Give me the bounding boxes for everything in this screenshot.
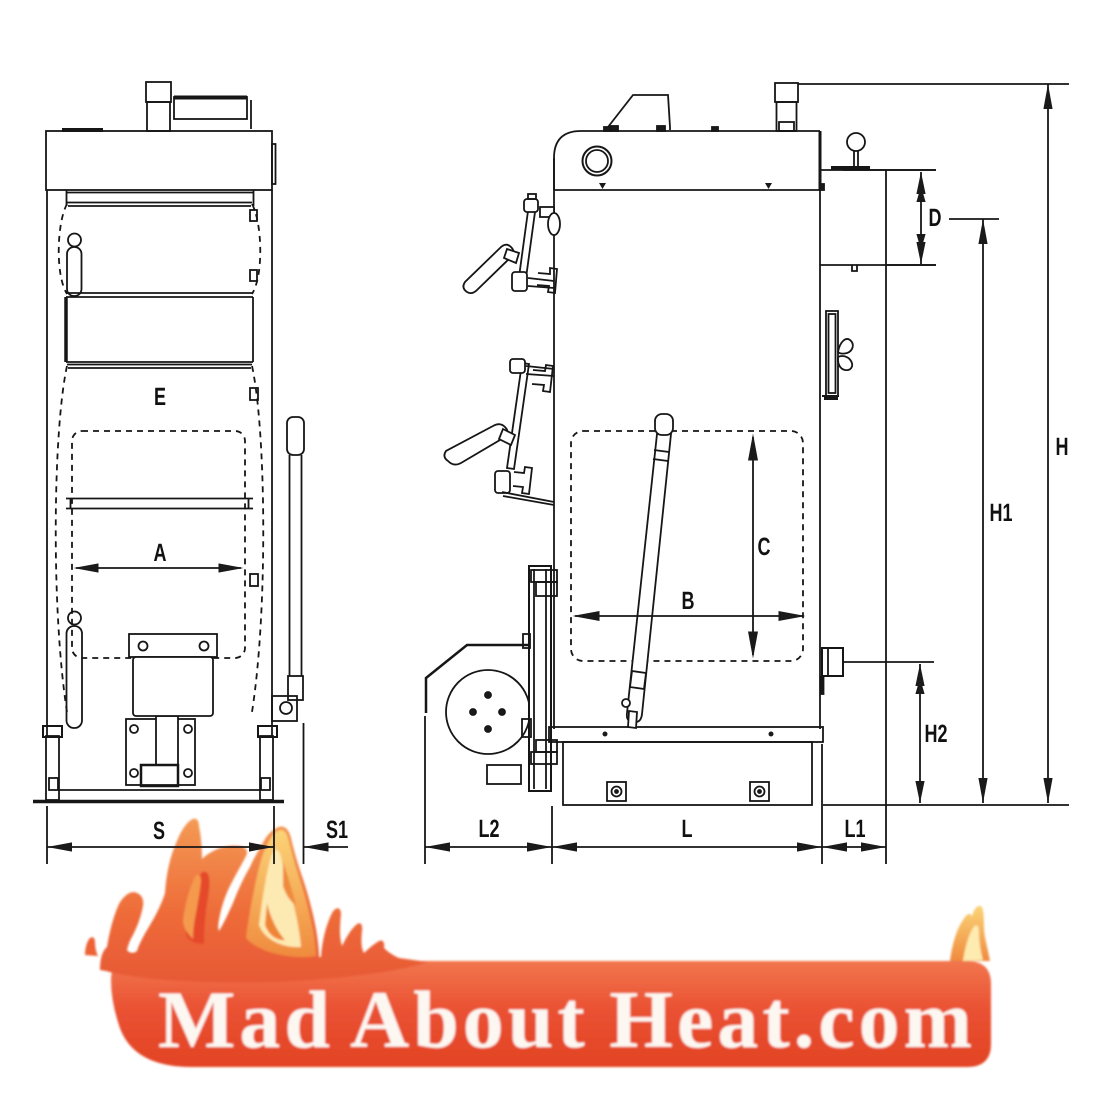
svg-text:S: S — [153, 817, 165, 845]
svg-text:L1: L1 — [844, 815, 865, 843]
svg-text:S1: S1 — [326, 816, 348, 844]
svg-text:E: E — [154, 383, 166, 411]
svg-text:B: B — [681, 587, 694, 615]
svg-text:L: L — [681, 815, 692, 843]
svg-text:A: A — [153, 539, 166, 567]
svg-text:Mad About Heat.com: Mad About Heat.com — [158, 974, 976, 1065]
svg-text:H1: H1 — [989, 499, 1012, 527]
svg-text:H2: H2 — [924, 720, 947, 748]
svg-text:C: C — [757, 533, 770, 561]
svg-text:D: D — [928, 204, 941, 232]
svg-text:L2: L2 — [478, 815, 499, 843]
svg-text:H: H — [1055, 433, 1068, 461]
